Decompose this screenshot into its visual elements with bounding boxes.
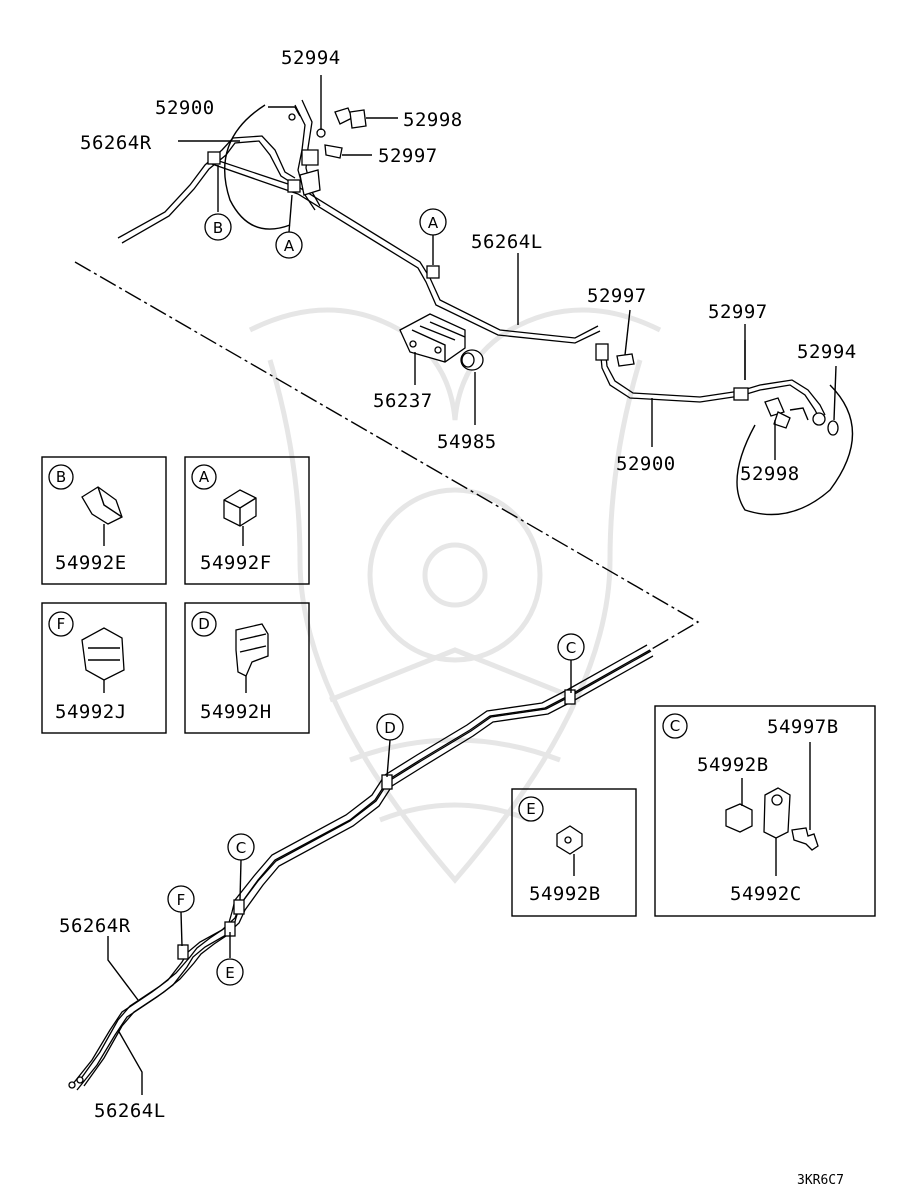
- svg-text:E: E: [225, 964, 234, 982]
- label-52900-mid: 52900: [616, 453, 676, 475]
- svg-text:B: B: [56, 468, 66, 486]
- svg-text:C: C: [670, 717, 680, 735]
- marker-c-lower-left: C: [227, 833, 255, 861]
- label-52997-top: 52997: [378, 145, 438, 167]
- clip-52997-top: [324, 144, 343, 159]
- connection-line: [74, 261, 700, 651]
- bolt-52998-top: [334, 107, 353, 125]
- svg-text:C: C: [566, 639, 576, 657]
- label-56264R-bottom: 56264R: [59, 915, 131, 937]
- marker-a-upper: A: [419, 208, 447, 236]
- marker-f-lower: F: [167, 885, 195, 913]
- detail-box-e: E 54992B: [511, 788, 637, 917]
- right-hose-assembly: [595, 340, 854, 516]
- detail-box-b: B 54992E: [41, 456, 167, 585]
- label-52998-right: 52998: [740, 463, 800, 485]
- upper-brake-pipes: [117, 135, 601, 344]
- detail-box-c: C 54997B 54992B 54992C: [654, 705, 876, 917]
- detail-box-d: D 54992H: [184, 602, 310, 734]
- label-54992B-box-c: 54992B: [697, 754, 769, 776]
- detail-box-f: F 54992J: [41, 602, 167, 734]
- clip-54992E-icon: [81, 486, 123, 525]
- label-56237: 56237: [373, 390, 433, 412]
- label-54992F: 54992F: [200, 552, 272, 574]
- label-52997-right: 52997: [708, 301, 768, 323]
- marker-e-lower: E: [216, 958, 244, 986]
- watermark-emblem: [248, 307, 662, 884]
- washer-52994-right: [827, 420, 839, 436]
- svg-text:F: F: [57, 615, 66, 633]
- clip-54992B-c-icon: [725, 803, 753, 833]
- grommet-54985: [460, 349, 484, 371]
- clip-54992C-icon: [763, 787, 791, 839]
- label-52997-mid: 52997: [587, 285, 647, 307]
- svg-text:F: F: [177, 891, 186, 909]
- clip-52997-mid: [616, 353, 635, 367]
- bracket-56237: [399, 313, 466, 363]
- svg-text:B: B: [213, 219, 223, 237]
- clip-d-lower: [381, 774, 393, 790]
- svg-text:A: A: [199, 468, 210, 486]
- clip-c-lower-right: [564, 689, 576, 705]
- lower-brake-pipes: [68, 644, 654, 1091]
- label-56264L-top: 56264L: [471, 231, 543, 253]
- svg-text:D: D: [384, 719, 396, 737]
- label-52998-top: 52998: [403, 109, 463, 131]
- svg-text:E: E: [526, 800, 535, 818]
- label-54992C: 54992C: [730, 883, 802, 905]
- label-56264L-bottom: 56264L: [94, 1100, 166, 1122]
- bolt-52998-right: [764, 397, 785, 417]
- marker-d-lower: D: [376, 713, 404, 741]
- detail-box-a: A 54992F: [184, 456, 310, 585]
- diagram-code: 3KR6C7: [797, 1173, 844, 1187]
- label-54992H: 54992H: [200, 701, 272, 723]
- label-52994-top: 52994: [281, 47, 341, 69]
- svg-text:D: D: [198, 615, 210, 633]
- clip-54992J-icon: [81, 627, 125, 681]
- svg-text:A: A: [284, 237, 295, 255]
- label-52900-top: 52900: [155, 97, 215, 119]
- clip-54992H-icon: [235, 623, 269, 677]
- svg-text:C: C: [236, 839, 246, 857]
- clip-a-upper: [426, 265, 440, 279]
- clip-b-upper: [207, 151, 221, 165]
- label-54992E: 54992E: [55, 552, 127, 574]
- leader-lines: [107, 75, 837, 1095]
- label-54997B: 54997B: [767, 716, 839, 738]
- left-hose-assembly: [223, 99, 367, 230]
- marker-c-lower-right: C: [557, 633, 585, 661]
- bolt-54997B-icon: [791, 827, 819, 851]
- svg-text:A: A: [428, 214, 439, 232]
- label-52994-right: 52994: [797, 341, 857, 363]
- label-56264R-top: 56264R: [80, 132, 152, 154]
- marker-b-upper: B: [204, 213, 232, 241]
- label-54992J: 54992J: [55, 701, 127, 723]
- clip-f-lower: [177, 944, 189, 960]
- clip-a-left: [287, 179, 301, 193]
- label-54985: 54985: [437, 431, 497, 453]
- label-54992B-box-e: 54992B: [529, 883, 601, 905]
- clip-c-lower-left: [233, 899, 245, 915]
- marker-a-left: A: [275, 231, 303, 259]
